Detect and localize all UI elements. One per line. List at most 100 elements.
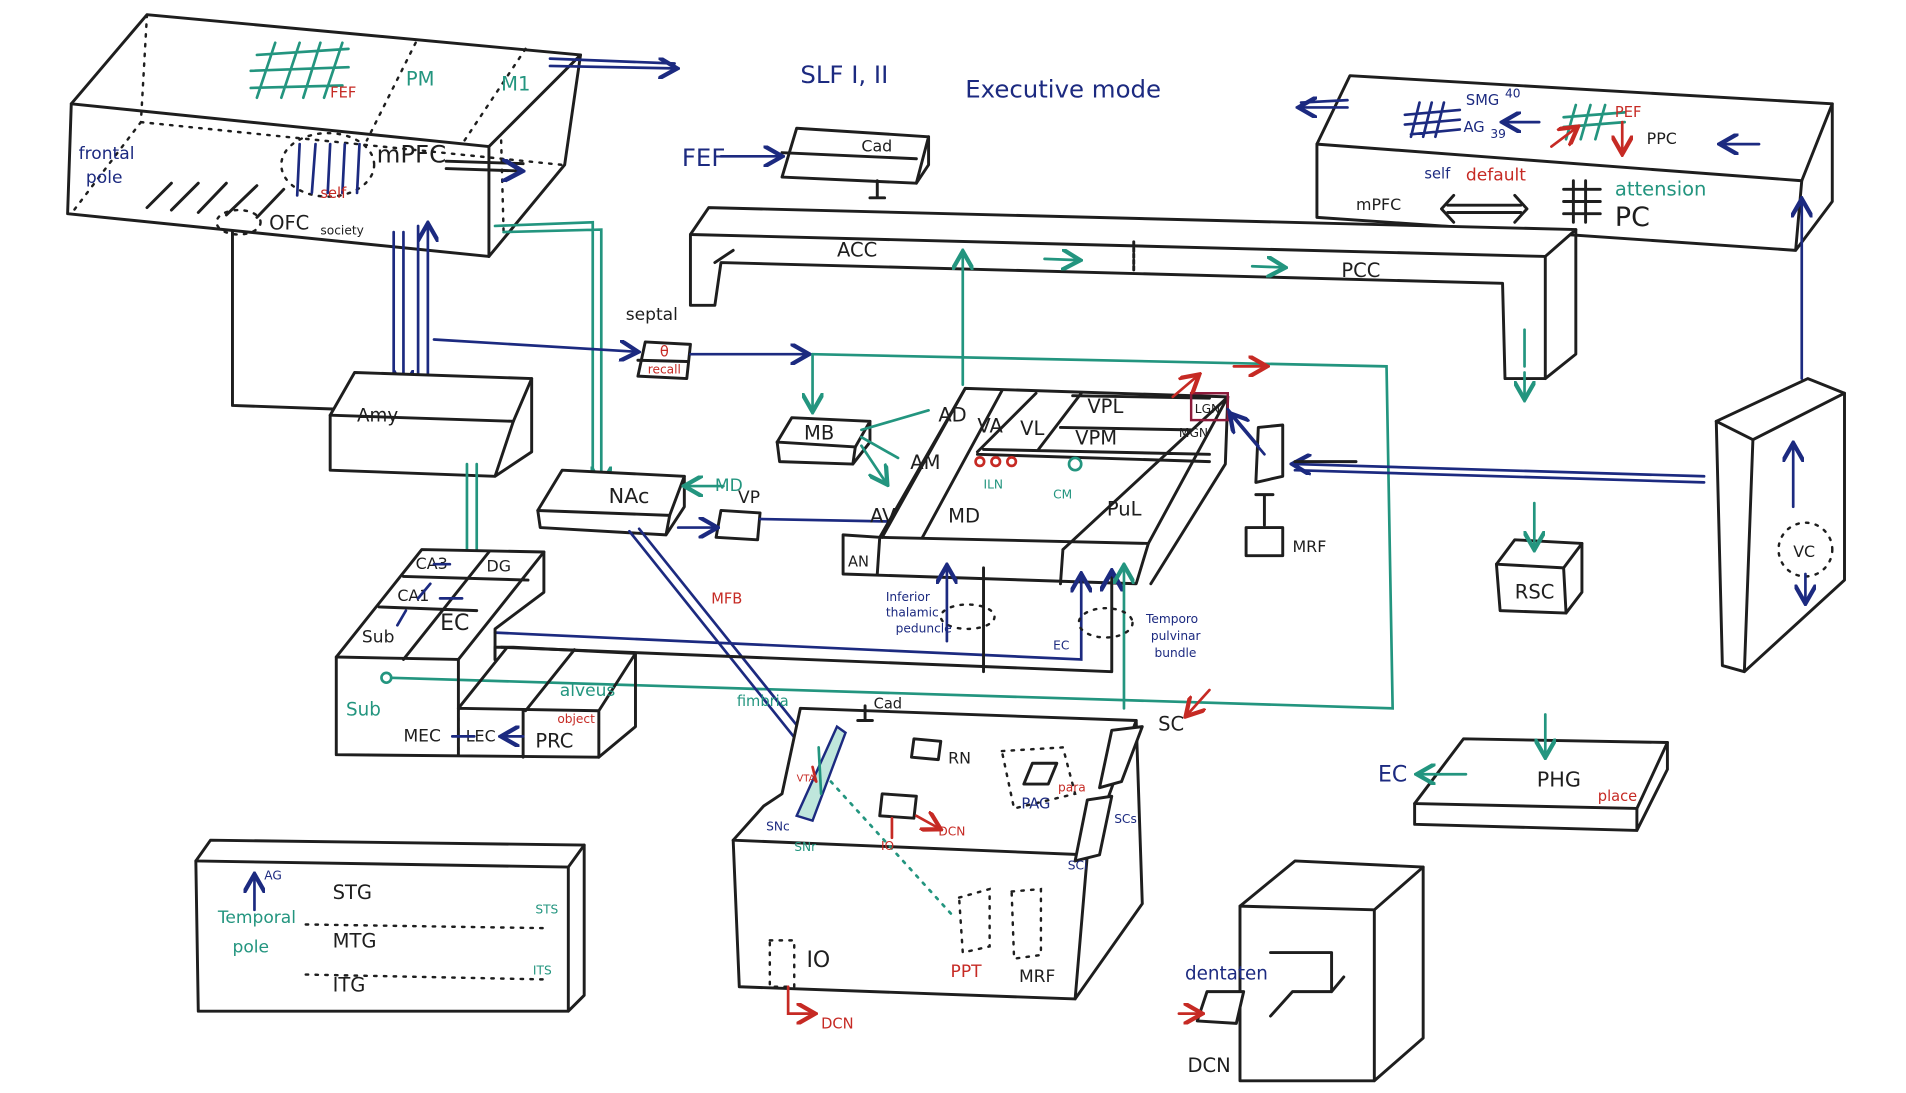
lgn-label: LGN bbox=[1195, 402, 1220, 416]
snc-label: SNc bbox=[766, 819, 790, 833]
self-label: self bbox=[320, 185, 347, 202]
diagram-header: SLF I, II Executive mode bbox=[800, 60, 1161, 104]
cerebellum-dcn-label: DCN bbox=[1187, 1054, 1230, 1077]
bs-mrf-label: MRF bbox=[1019, 967, 1055, 987]
fef-label: FEF bbox=[330, 85, 356, 102]
septal-label: septal bbox=[626, 305, 678, 325]
caudate-box: FEF Cad bbox=[682, 126, 931, 200]
va-label: VA bbox=[977, 414, 1003, 437]
amy-label: Amy bbox=[357, 405, 398, 426]
vpl-label: VPL bbox=[1087, 395, 1123, 418]
ppc-label: PPC bbox=[1647, 129, 1677, 148]
amygdala-box: Amy bbox=[328, 371, 534, 478]
mode-label: Executive mode bbox=[965, 75, 1161, 104]
frontal-lobe-box: FEF PM M1 frontal pole mPFC self OFC soc… bbox=[66, 13, 582, 258]
ofc-amy-loop bbox=[231, 230, 338, 411]
theta-label: θ bbox=[660, 344, 669, 361]
fimbria-label: fimbria bbox=[737, 693, 789, 710]
pag-label: PAG bbox=[1021, 795, 1050, 812]
scs-label: SCs bbox=[1114, 812, 1137, 826]
brainstem-block: Cad RN PAG para SC SCs SCi VTA SNc SNr I… bbox=[731, 695, 1184, 1032]
thalamic-tracts: Inferior thalamic peduncle Temporo pulvi… bbox=[493, 568, 1211, 715]
phg-ec-label: EC bbox=[1378, 763, 1407, 788]
phg-plate: EC PHG place bbox=[1378, 713, 1669, 832]
attension-label: attension bbox=[1615, 177, 1707, 200]
itp-label-2: thalamic bbox=[886, 606, 939, 620]
cingulate-bar: ACC PCC bbox=[688, 206, 1578, 397]
ca3-label: CA3 bbox=[416, 554, 448, 573]
ofc-label: OFC bbox=[269, 212, 309, 235]
mfb-tract bbox=[628, 527, 814, 747]
mpfc-label: mPFC bbox=[377, 139, 447, 168]
cad-label: Cad bbox=[861, 136, 892, 155]
sub-front-label: Sub bbox=[346, 700, 381, 721]
pul-label: PuL bbox=[1107, 497, 1142, 520]
temporal-lobe-box: AG Temporal pole STG MTG ITG STS ITS bbox=[194, 838, 586, 1013]
sci-label: SCi bbox=[1068, 859, 1088, 873]
tpb-label-3: bundle bbox=[1155, 646, 1197, 660]
vta-label: VTA bbox=[797, 774, 816, 785]
smg-label: SMG bbox=[1466, 92, 1499, 109]
frontal-output-arrow bbox=[548, 59, 675, 69]
thalamus-block: AD VA VL VPL VPM AM AV MD PuL AN ILN CM … bbox=[841, 366, 1264, 586]
society-label: society bbox=[320, 223, 363, 237]
itp-label-3: peduncle bbox=[896, 622, 952, 636]
io-red-label: IO bbox=[881, 839, 894, 853]
temporal-pole-label: pole bbox=[232, 938, 269, 958]
md-input-label: MD bbox=[715, 476, 743, 496]
frontal-pole-label-1: frontal bbox=[79, 144, 135, 164]
sc-label: SC bbox=[1158, 712, 1184, 735]
smg-area-number: 40 bbox=[1505, 87, 1521, 101]
m1-label: M1 bbox=[501, 72, 530, 95]
tpb-label-2: pulvinar bbox=[1151, 629, 1202, 643]
nac-box: NAc MD VP bbox=[536, 468, 762, 542]
mtg-label: MTG bbox=[333, 930, 377, 953]
slf-label: SLF I, II bbox=[800, 60, 888, 89]
hippocampus-block: CA3 DG CA1 Sub EC Sub MEC LEC PRC alveus… bbox=[334, 548, 637, 759]
stg-label: STG bbox=[333, 881, 372, 904]
ppt-label: PPT bbox=[951, 962, 983, 982]
parietal-mpfc-label: mPFC bbox=[1356, 195, 1401, 214]
parietal-self-label: self bbox=[1424, 165, 1451, 182]
temporal-label: Temporal bbox=[217, 908, 296, 928]
sts-label: STS bbox=[535, 902, 558, 916]
tpb-label-1: Temporo bbox=[1145, 612, 1198, 626]
amy-to-frontal-arrow bbox=[418, 226, 428, 388]
nac-label: NAc bbox=[609, 484, 650, 508]
circuit-loop-line bbox=[389, 352, 1395, 710]
septal-box: septal θ recall bbox=[626, 305, 692, 381]
its-label: ITS bbox=[533, 964, 552, 978]
place-label: place bbox=[1598, 788, 1637, 805]
mec-label: MEC bbox=[403, 726, 440, 746]
rsc-box: RSC bbox=[1494, 501, 1584, 615]
mfb-label: MFB bbox=[711, 590, 742, 607]
cm-label: CM bbox=[1053, 487, 1072, 501]
temporal-ag-label: AG bbox=[264, 868, 282, 882]
default-label: default bbox=[1466, 166, 1526, 186]
bs-cad-label: Cad bbox=[874, 695, 903, 712]
mb-label: MB bbox=[804, 422, 834, 445]
frontal-to-nac-arrow bbox=[493, 220, 601, 482]
dcn-bottom-label: DCN bbox=[821, 1015, 853, 1032]
object-label: object bbox=[557, 712, 595, 726]
parietal-box: SMG 40 AG 39 PEF PPC self default mPFC a… bbox=[1301, 74, 1834, 252]
itg-label: ITG bbox=[333, 974, 366, 997]
vpm-label: VPM bbox=[1075, 427, 1117, 450]
dcn-red-label: DCN bbox=[938, 824, 965, 838]
pm-label: PM bbox=[406, 67, 435, 90]
recall-label: recall bbox=[648, 363, 681, 377]
ag-area-number: 39 bbox=[1490, 127, 1506, 141]
fef-input-label: FEF bbox=[682, 143, 726, 172]
pc-label: PC bbox=[1615, 202, 1650, 233]
prc-label: PRC bbox=[535, 729, 573, 752]
vc-plate: VC bbox=[1714, 377, 1846, 674]
vp-label: VP bbox=[738, 488, 760, 508]
frontal-pole-label-2: pole bbox=[86, 168, 123, 188]
mgn-label: MGN bbox=[1179, 426, 1208, 440]
mrf-top-box: MRF bbox=[1228, 409, 1706, 558]
dentate-label: dentaten bbox=[1185, 963, 1268, 984]
pef-label: PEF bbox=[1615, 104, 1642, 121]
para-label: para bbox=[1058, 780, 1086, 794]
snr-label: SNr bbox=[794, 840, 817, 854]
